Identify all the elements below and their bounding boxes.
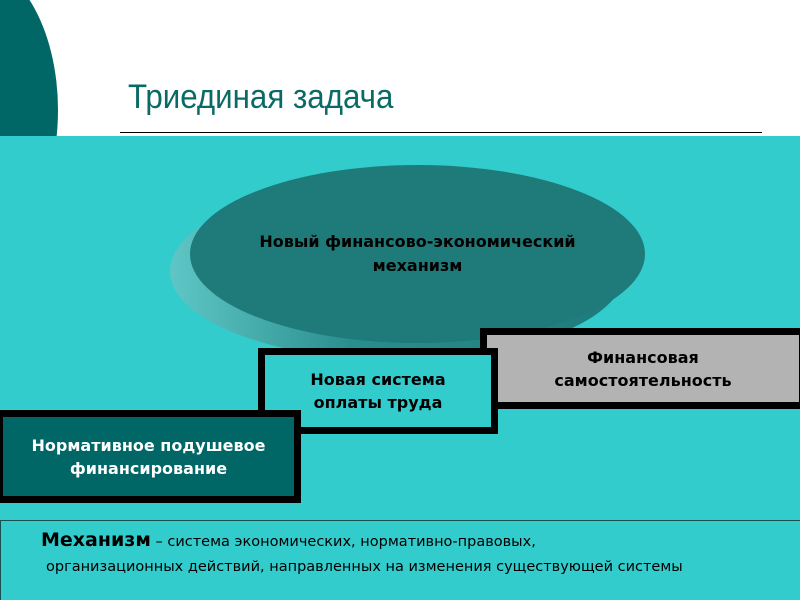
definition-box: Механизм – система экономических, нормат… bbox=[0, 520, 800, 600]
ellipse-line-1: Новый финансово-экономический bbox=[259, 232, 576, 251]
finance-independence-box: Финансовая самостоятельность bbox=[480, 328, 800, 409]
box-line: финансирование bbox=[69, 458, 228, 478]
definition-line-1: – система экономических, нормативно-прав… bbox=[150, 534, 536, 550]
box-line: Новая система bbox=[310, 370, 446, 389]
box-line: Финансовая bbox=[587, 347, 699, 367]
slide-title: Триединая задача bbox=[128, 78, 394, 116]
title-divider bbox=[120, 132, 762, 133]
box-line: Нормативное подушевое bbox=[31, 435, 266, 455]
definition-term: Механизм bbox=[41, 529, 151, 551]
per-capita-funding-box: Нормативное подушевое финансирование bbox=[0, 410, 301, 503]
box-line: самостоятельность bbox=[554, 370, 732, 390]
ellipse-line-2: механизм bbox=[372, 256, 463, 275]
definition-line-2: организационных действий, направленных н… bbox=[46, 559, 683, 575]
box-line: оплаты труда bbox=[313, 393, 443, 412]
mechanism-ellipse: Новый финансово-экономический механизм bbox=[190, 165, 645, 343]
